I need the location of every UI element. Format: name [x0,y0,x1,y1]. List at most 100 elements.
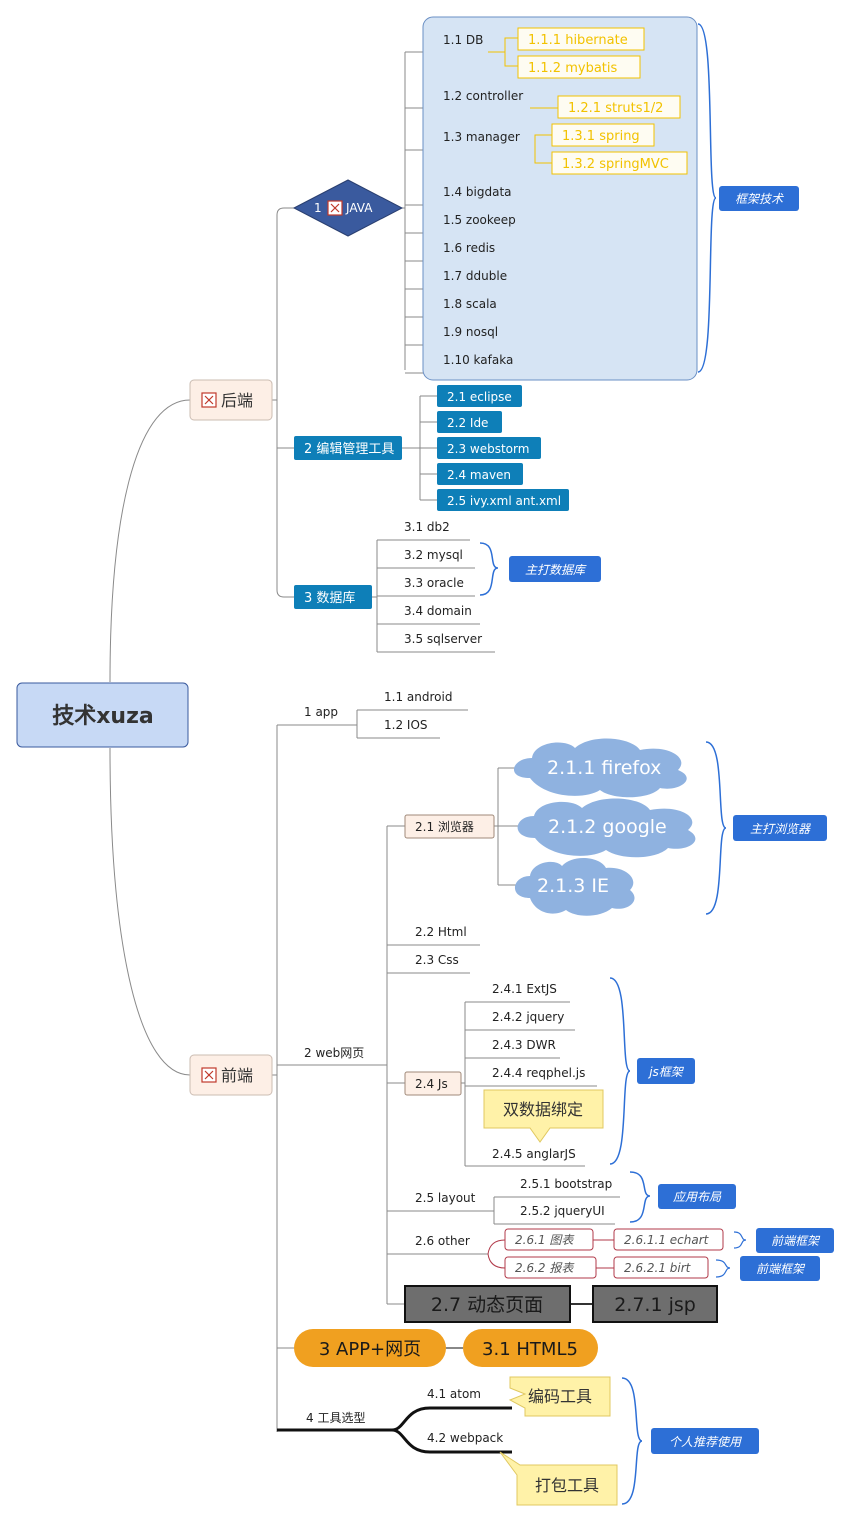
editor-item-box[interactable] [437,411,502,433]
database-item[interactable]: 3.3 oracle [404,576,464,590]
java-node[interactable]: 1 JAVA [292,179,404,237]
database-item[interactable]: 3.4 domain [404,604,472,618]
editor-item: 2.1 eclipse [447,390,512,404]
subitem-box[interactable] [551,151,688,175]
tools-item[interactable]: 4.2 webpack [427,1431,503,1445]
html-item[interactable]: 2.2 Html [415,925,467,939]
subitem-box[interactable] [557,95,681,119]
browser-brace [705,741,727,915]
tools-item[interactable]: 4.1 atom [427,1387,481,1401]
tools-note[interactable]: 编码工具 [508,1376,611,1417]
editor-item: 2.2 Ide [447,416,488,430]
callout-label: 前端框架 [756,1262,806,1276]
layout-label[interactable]: 2.5 layout [415,1191,476,1205]
hybrid-node[interactable]: 3 APP+网页 [294,1329,446,1367]
database-callout[interactable]: 主打数据库 [509,556,601,582]
js-note[interactable]: 双数据绑定 [483,1089,604,1143]
java-label: JAVA [345,201,373,215]
js-callout[interactable]: js框架 [637,1058,695,1084]
java-item[interactable]: 1.6 redis [443,241,495,255]
editor-item-box[interactable] [437,385,522,407]
backend-label: 后端 [221,391,253,410]
tools-callout[interactable]: 个人推荐使用 [651,1428,759,1454]
js-item[interactable]: 2.4.3 DWR [492,1038,556,1052]
java-num: 1 [314,201,322,215]
js-item[interactable]: 2.4.5 anglarJS [492,1147,576,1161]
database-item[interactable]: 3.2 mysql [404,548,463,562]
java-item[interactable]: 1.2 controller [443,89,523,103]
database-node[interactable]: 3 数据库 [294,585,372,609]
tools-note[interactable]: 打包工具 [499,1451,618,1506]
html5-label: 3.1 HTML5 [482,1339,578,1360]
browser-label: 2.1 浏览器 [415,819,474,834]
root-node[interactable]: 技术xuza [16,682,189,748]
html5-node[interactable]: 3.1 HTML5 [463,1329,598,1367]
other-callout[interactable]: 前端框架 [740,1256,820,1281]
other-child-box[interactable] [613,1228,724,1251]
cloud-ie[interactable]: 2.1.3 IE [514,857,635,916]
note-label: 编码工具 [528,1387,592,1406]
app-label[interactable]: 1 app [304,705,338,719]
subitem-box[interactable] [517,55,641,79]
other-callout[interactable]: 前端框架 [756,1228,834,1253]
dynamic-node[interactable]: 2.7 动态页面 [404,1285,571,1323]
dynamic-label: 2.7 动态页面 [431,1294,543,1316]
jsp-node[interactable]: 2.7.1 jsp [592,1285,718,1323]
callout-label: 个人推荐使用 [669,1435,742,1449]
broken-image-icon [201,1067,217,1083]
css-item[interactable]: 2.3 Css [415,953,459,967]
tools-brace [621,1377,643,1505]
other-connectors [487,1239,614,1269]
app-item[interactable]: 1.1 android [384,690,452,704]
cloud-label: 2.1.3 IE [537,875,609,897]
browser-node[interactable]: 2.1 浏览器 [404,814,495,839]
other-item-box[interactable] [504,1256,597,1279]
js-item[interactable]: 2.4.2 jquery [492,1010,564,1024]
note-label: 打包工具 [535,1476,599,1495]
app-item[interactable]: 1.2 IOS [384,718,428,732]
other-item-box[interactable] [504,1228,594,1251]
java-item[interactable]: 1.10 kafaka [443,353,513,367]
layout-callout[interactable]: 应用布局 [658,1184,736,1209]
java-item[interactable]: 1.7 dduble [443,269,507,283]
java-item[interactable]: 1.9 nosql [443,325,498,339]
java-item[interactable]: 1.3 manager [443,130,520,144]
frontend-node[interactable]: 前端 [189,1054,273,1096]
editor-item-box[interactable] [437,463,523,485]
tools-label[interactable]: 4 工具选型 [306,1411,365,1425]
database-item[interactable]: 3.5 sqlserver [404,632,482,646]
other-label[interactable]: 2.6 other [415,1234,470,1248]
cloud-firefox[interactable]: 2.1.1 firefox [513,738,687,798]
other-child: 2.6.1.1 echart [624,1233,710,1247]
layout-item[interactable]: 2.5.1 bootstrap [520,1177,612,1191]
other-child-box[interactable] [613,1256,709,1279]
subitem-box[interactable] [551,123,655,147]
callout-label: js框架 [647,1065,685,1079]
subitem-label: 1.1.1 hibernate [528,33,628,48]
js-item[interactable]: 2.4.1 ExtJS [492,982,557,996]
js-item[interactable]: 2.4.4 reqphel.js [492,1066,585,1080]
browser-callout[interactable]: 主打浏览器 [733,815,827,841]
database-item[interactable]: 3.1 db2 [404,520,450,534]
java-item[interactable]: 1.1 DB [443,33,483,47]
java-item[interactable]: 1.5 zookeep [443,213,516,227]
editor-item-box[interactable] [437,437,541,459]
java-item[interactable]: 1.8 scala [443,297,497,311]
subitem-box[interactable] [517,27,645,51]
cloud-label: 2.1.1 firefox [547,757,661,779]
subitem-label: 1.3.2 springMVC [562,157,669,172]
subitem-label: 1.1.2 mybatis [528,61,617,76]
web-label[interactable]: 2 web网页 [304,1046,364,1060]
editor-item: 2.4 maven [447,468,511,482]
broken-image-icon [201,392,217,408]
backend-node[interactable]: 后端 [189,379,273,421]
framework-callout[interactable]: 框架技术 [719,186,799,211]
js-node[interactable]: 2.4 Js [404,1071,462,1096]
other-brace [715,1259,731,1278]
jsp-label: 2.7.1 jsp [614,1294,696,1316]
cloud-google[interactable]: 2.1.2 google [517,798,696,858]
layout-item[interactable]: 2.5.2 jqueryUI [520,1204,605,1218]
editors-node[interactable]: 2 编辑管理工具 [294,436,402,460]
java-item[interactable]: 1.4 bigdata [443,185,512,199]
editor-item-box[interactable] [437,489,569,511]
